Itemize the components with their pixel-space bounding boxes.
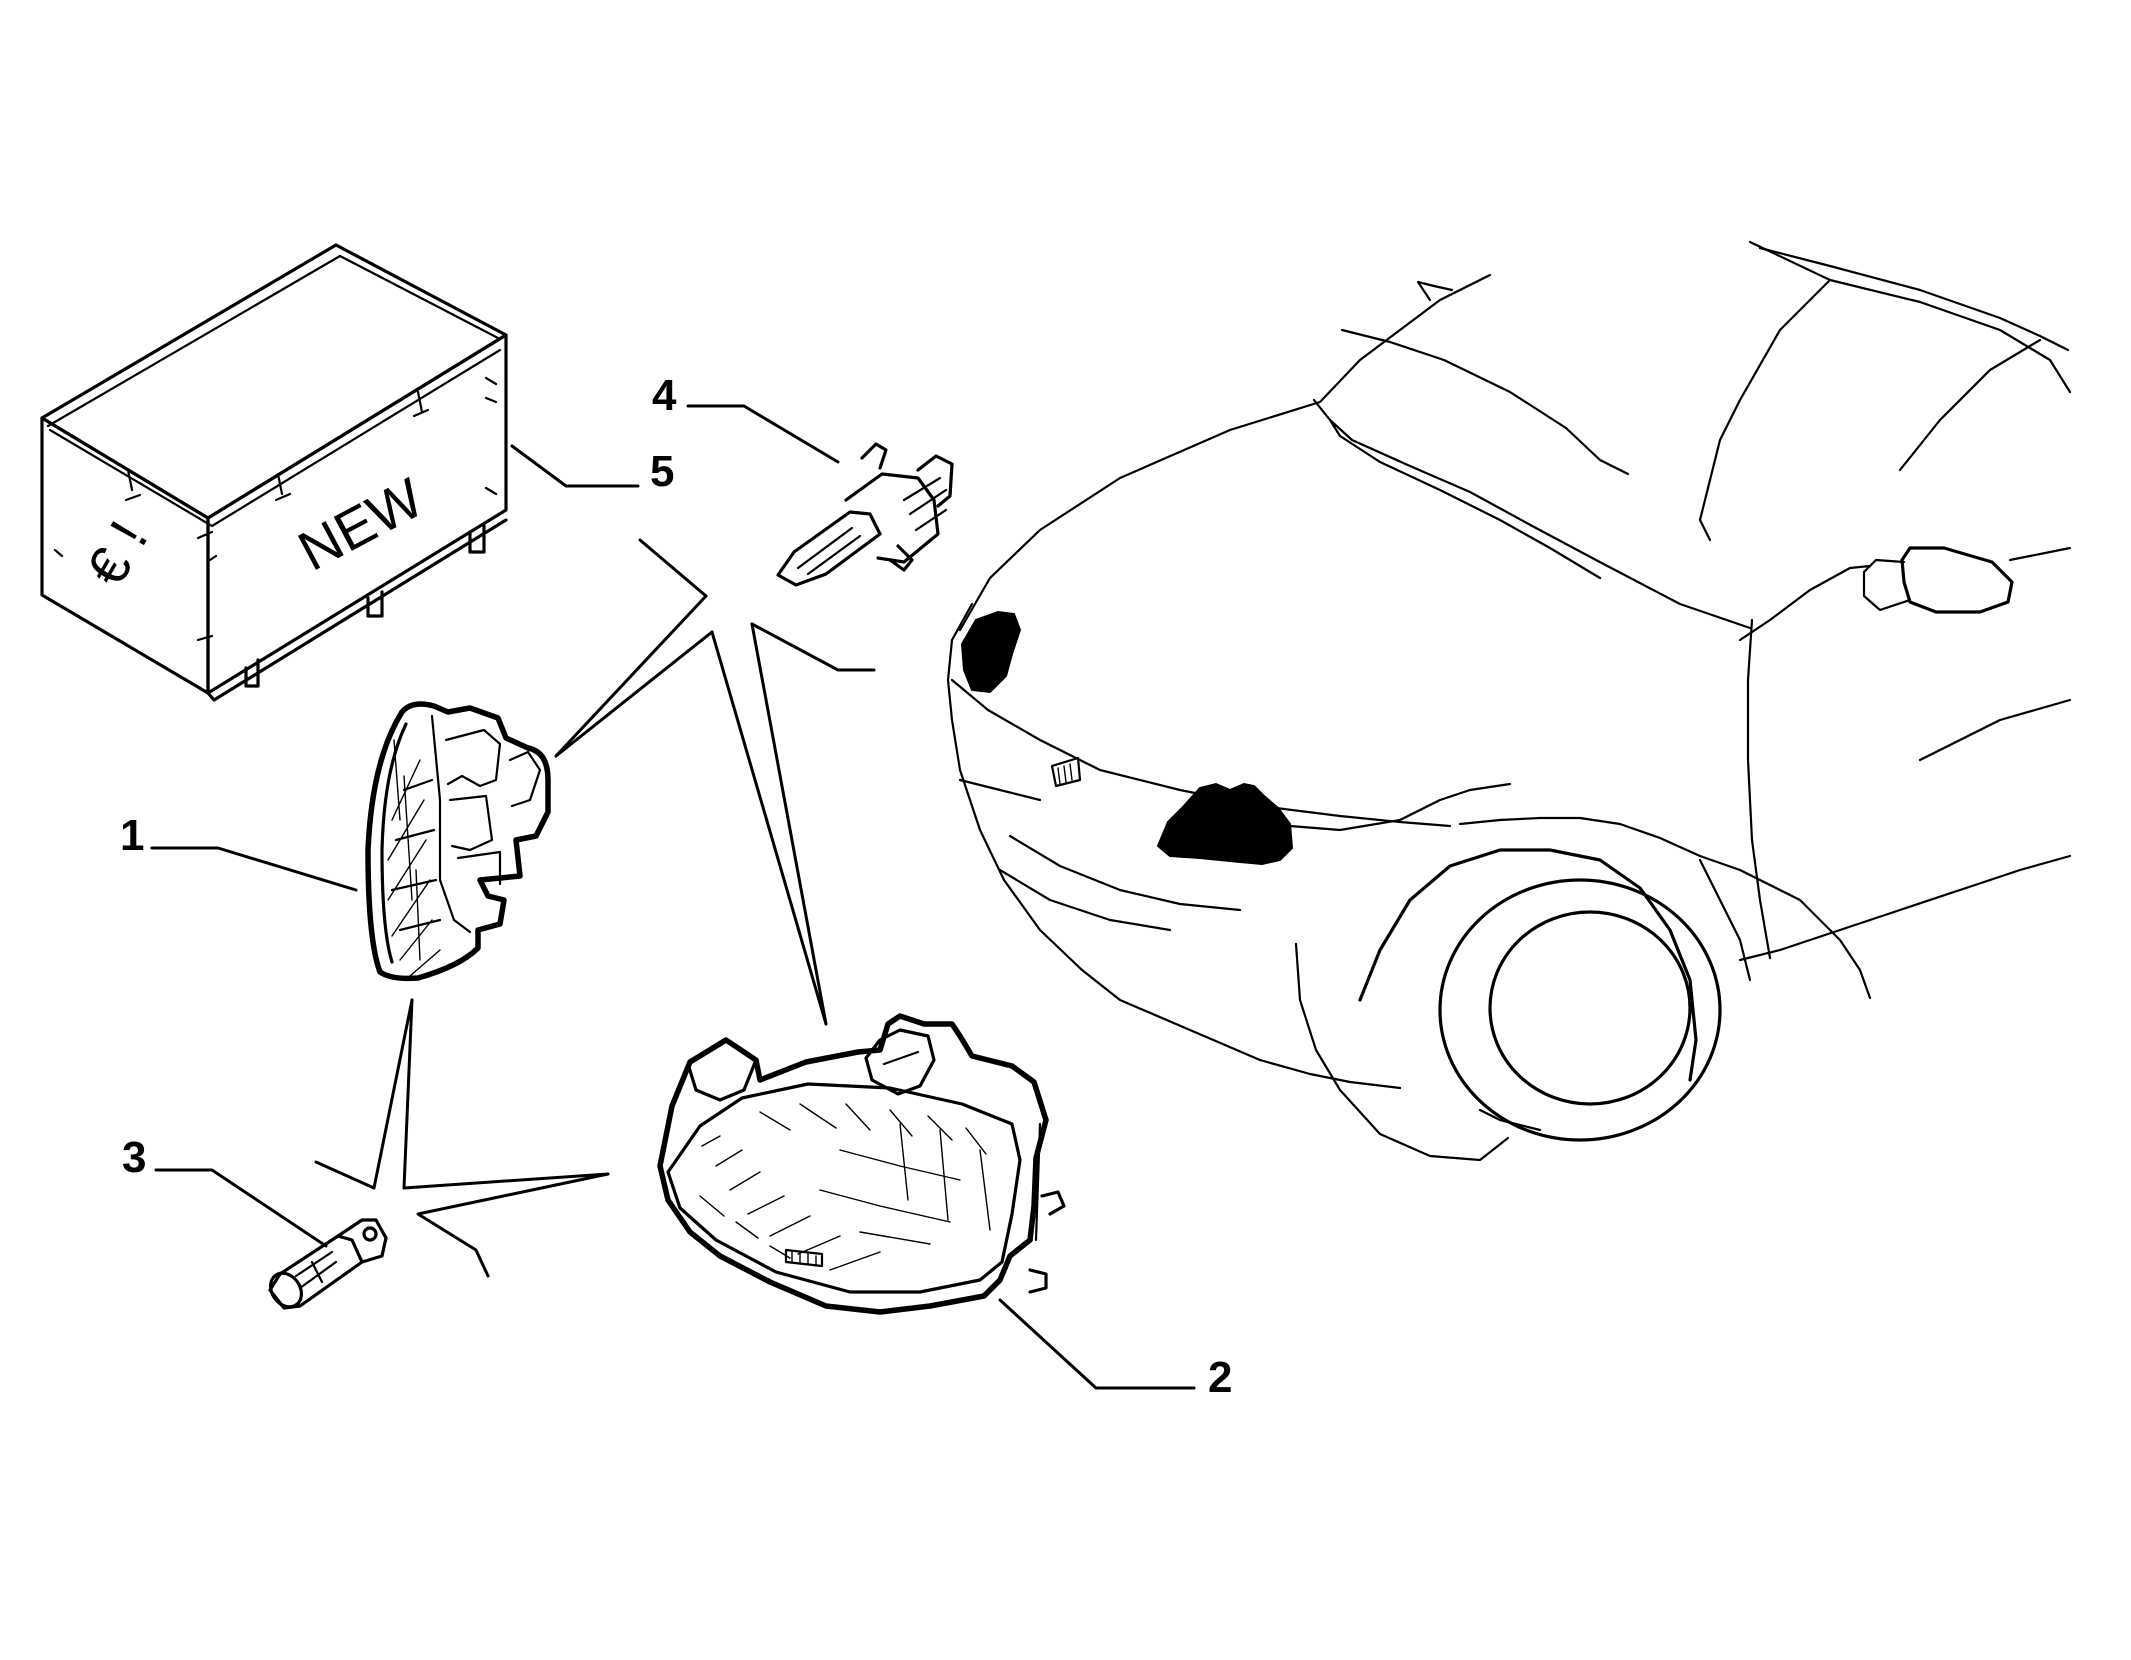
distribution-lines-lower (314, 998, 610, 1278)
crate-new-label: NEW (288, 466, 433, 583)
small-bulb-icon (268, 1218, 388, 1310)
headlamp-side-view-icon (365, 701, 551, 982)
callout-4-number: 4 (652, 371, 677, 420)
crate-euro-text: € ! (74, 511, 160, 596)
callout-2: 2 (998, 1298, 1232, 1402)
headlamp-assembly-icon (657, 1013, 1066, 1315)
callout-1: 1 (120, 811, 358, 892)
callout-2-number: 2 (1208, 1353, 1232, 1402)
callout-1-number: 1 (120, 811, 144, 860)
callout-3-number: 3 (122, 1133, 146, 1182)
h4-bulb-icon (776, 442, 954, 587)
callout-5: 5 (510, 444, 674, 496)
distribution-lines-upper (554, 538, 876, 1026)
callout-5-number: 5 (650, 447, 674, 496)
shipping-crate-icon: € ! NEW (40, 243, 508, 702)
car-front-illustration (946, 240, 2072, 1162)
callout-4: 4 (652, 371, 840, 464)
callout-3: 3 (122, 1133, 328, 1248)
